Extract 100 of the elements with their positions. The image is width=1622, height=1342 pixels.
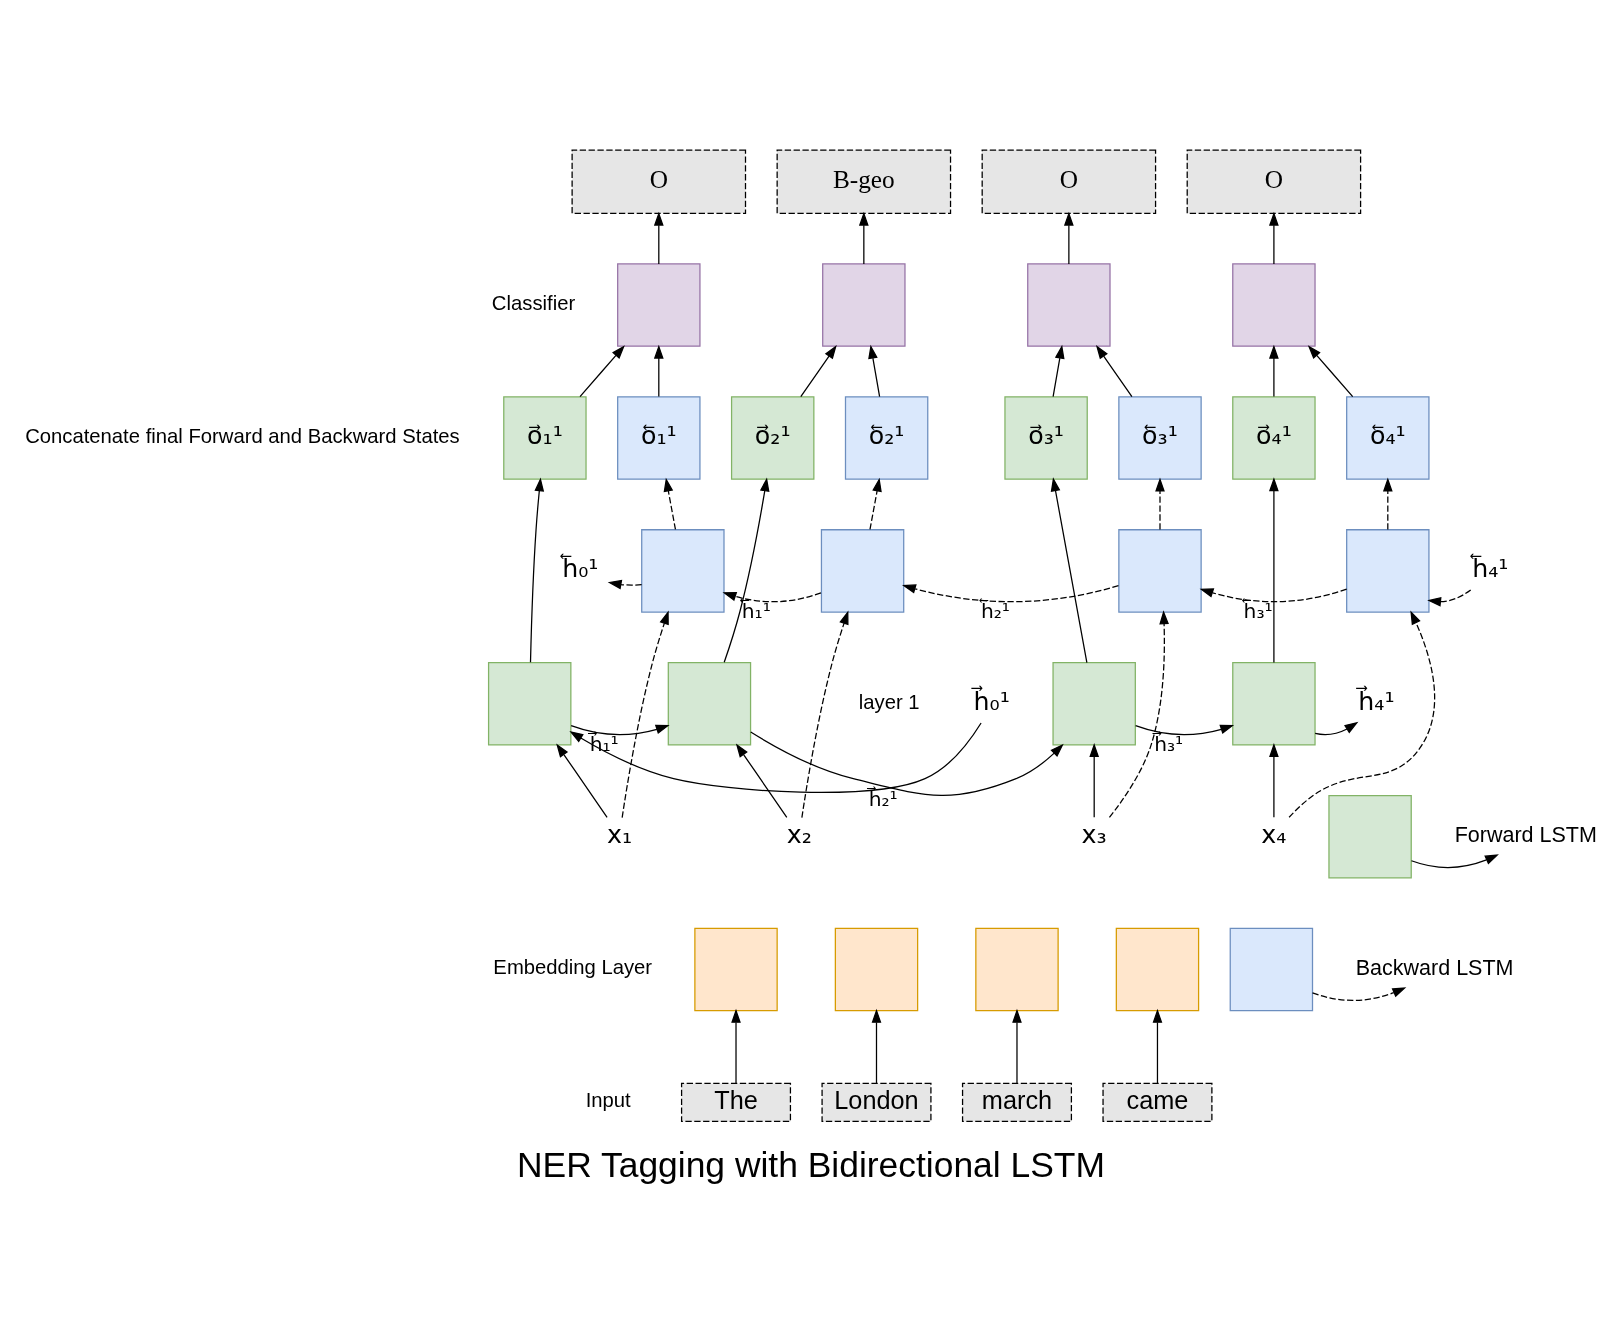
arrow <box>731 1008 741 1084</box>
edge-label: h⃗₁¹ <box>589 731 619 756</box>
node-box: O <box>981 148 1157 214</box>
node-box <box>834 927 919 1011</box>
label: Classifier <box>491 291 576 314</box>
node-box <box>1027 262 1111 347</box>
node-box <box>1118 528 1202 613</box>
node-box: o⃗₄¹ <box>1232 395 1316 480</box>
arrow <box>1311 986 1407 1001</box>
arrow <box>1382 477 1393 530</box>
node-box <box>975 927 1059 1011</box>
arrow <box>1152 1008 1163 1084</box>
arrow <box>1427 588 1472 607</box>
node-box: The <box>680 1082 792 1122</box>
arrow <box>556 742 608 818</box>
node-text: Backward LSTM <box>1355 955 1514 980</box>
arrow <box>529 476 545 663</box>
node-box: o⃖₄¹ <box>1346 395 1430 480</box>
edge-label: h⃖₃¹ <box>1243 598 1273 623</box>
node-text: Forward LSTM <box>1454 822 1597 847</box>
arrow <box>653 344 664 397</box>
arrow <box>1269 211 1279 265</box>
arrow <box>1314 721 1359 735</box>
node-box: o⃗₂¹ <box>730 395 815 480</box>
arrow <box>607 579 643 589</box>
node-box: B-geo <box>776 148 952 214</box>
edge-label: h⃗₂¹ <box>868 786 898 811</box>
arrow <box>1064 211 1074 265</box>
arrow <box>800 344 837 397</box>
node-box <box>667 661 752 746</box>
node-text: h⃖₄¹ <box>1472 553 1509 583</box>
diagram-title: NER Tagging with Bidirectional LSTM <box>516 1144 1106 1185</box>
node-box: o⃖₃¹ <box>1118 395 1202 480</box>
arrow <box>1199 587 1348 602</box>
arrow <box>1288 610 1436 818</box>
node-text: x₃ <box>1081 819 1107 849</box>
arrow <box>801 610 849 818</box>
edge-label: h⃖₂¹ <box>980 598 1010 623</box>
arrow <box>1050 476 1088 663</box>
node-box <box>1115 927 1200 1011</box>
node-box <box>487 661 572 746</box>
node-box <box>1229 927 1314 1011</box>
node-text: h⃖₀¹ <box>562 553 599 583</box>
edge-label: h⃗₃¹ <box>1154 731 1184 756</box>
node-box: o⃖₁¹ <box>617 395 701 480</box>
node-box: came <box>1102 1082 1213 1122</box>
node-box: O <box>1186 148 1362 214</box>
arrow <box>1089 742 1100 818</box>
arrow <box>871 1008 882 1084</box>
node-text: x₂ <box>786 819 812 849</box>
label: layer 1 <box>858 690 920 713</box>
arrow <box>579 344 625 397</box>
arrow <box>722 591 822 602</box>
node-text: x₄ <box>1261 819 1287 849</box>
arrow <box>1269 742 1279 818</box>
label: Concatenate final Forward and Backward States <box>25 424 460 447</box>
node-box <box>822 262 906 347</box>
edge-label: h⃖₁¹ <box>741 598 771 623</box>
node-text: h⃗₀¹ <box>973 686 1010 716</box>
arrow <box>1134 724 1235 735</box>
node-text: x₁ <box>607 819 633 849</box>
arrow <box>1269 344 1279 397</box>
arrow <box>1410 853 1499 868</box>
arrow <box>1307 344 1354 397</box>
node-box: march <box>961 1082 1073 1122</box>
label: Embedding Layer <box>493 955 653 978</box>
node-box: London <box>821 1082 932 1122</box>
arrow <box>1108 609 1169 818</box>
node-box <box>1232 262 1316 347</box>
node-box <box>1232 661 1316 746</box>
node-box <box>820 528 905 613</box>
arrow <box>869 477 882 530</box>
arrow <box>1269 476 1279 663</box>
arrow <box>858 211 869 265</box>
arrow <box>1095 344 1133 397</box>
node-box: O <box>571 148 747 214</box>
node-text: h⃗₄¹ <box>1358 686 1395 716</box>
arrow <box>570 724 670 735</box>
arrow <box>723 477 770 663</box>
arrow <box>653 211 664 265</box>
arrow <box>663 477 677 530</box>
arrow <box>621 610 669 818</box>
arrow <box>868 344 881 397</box>
arrow <box>569 721 982 793</box>
node-box: o⃗₁¹ <box>503 395 587 480</box>
label: Input <box>585 1088 631 1111</box>
node-box: o⃗₃¹ <box>1004 395 1088 480</box>
arrow <box>1052 344 1065 397</box>
node-box: o⃖₂¹ <box>844 395 929 480</box>
arrow <box>735 742 788 818</box>
arrow <box>901 583 1120 602</box>
node-box <box>694 927 778 1011</box>
node-box <box>641 528 725 613</box>
arrow <box>1155 477 1165 530</box>
node-box <box>617 262 701 347</box>
arrow <box>750 730 1064 796</box>
node-box <box>1052 661 1136 746</box>
arrow <box>1012 1008 1022 1084</box>
node-box <box>1346 528 1430 613</box>
node-box <box>1328 794 1412 878</box>
